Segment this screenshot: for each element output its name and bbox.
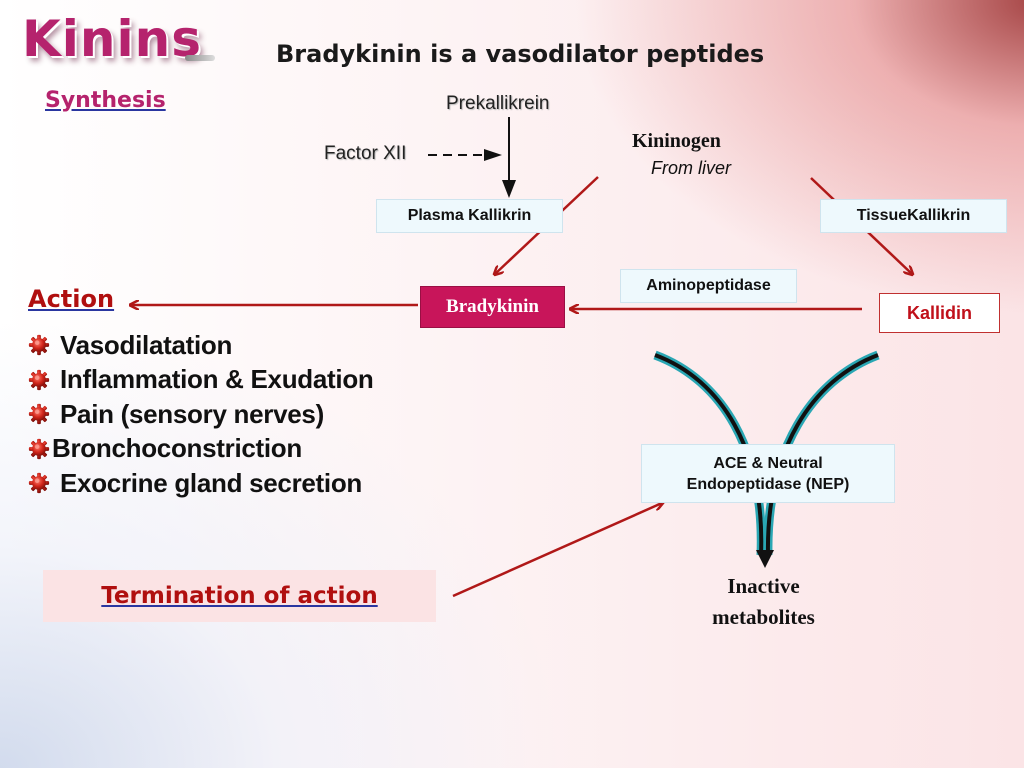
prekallikrein-label: Prekallikrein — [446, 93, 550, 114]
list-item: Inflammation & Exudation — [28, 363, 374, 398]
kininogen-source-label: From liver — [651, 158, 731, 178]
slide-subtitle: Bradykinin is a vasodilator peptides — [276, 40, 765, 68]
red-gear-bullet-icon — [28, 335, 50, 356]
factor-xii-arrowhead — [484, 149, 502, 161]
kininogen-label: Kininogen — [632, 130, 721, 152]
curve-arrowhead — [756, 550, 774, 568]
list-item: Pain (sensory nerves) — [28, 397, 373, 432]
inactive-metabolites-label: Inactive metabolites — [676, 571, 851, 633]
action-item-text: Inflammation & Exudation — [60, 364, 374, 395]
tissue-kallikrein-box: TissueKallikrin — [820, 199, 1007, 233]
red-gear-bullet-icon — [28, 473, 50, 494]
inactive-line1: Inactive — [727, 574, 800, 598]
left-curve-arrow — [654, 353, 764, 556]
red-gear-bullet-icon — [28, 404, 50, 425]
action-item-text: Pain (sensory nerves) — [60, 398, 324, 429]
red-gear-bullet-icon — [28, 369, 50, 390]
termination-of-action-box: Termination of action — [43, 570, 436, 622]
action-heading: Action — [28, 285, 115, 313]
prekallikrein-arrowhead — [502, 180, 516, 198]
inactive-line2: metabolites — [712, 605, 815, 629]
aminopeptidase-box: Aminopeptidase — [620, 269, 797, 303]
action-item-text: Bronchoconstriction — [52, 433, 302, 464]
ace-nep-line1: ACE & Neutral — [713, 454, 823, 472]
red-gear-bullet-icon — [28, 438, 50, 459]
right-curve-arrow — [765, 353, 879, 556]
list-item: Bronchoconstriction — [28, 432, 373, 467]
title-swoosh-decoration — [185, 55, 215, 61]
termination-to-ace-arrow — [452, 503, 662, 598]
list-item: Exocrine gland secretion — [28, 466, 373, 501]
ace-nep-line2: Endopeptidase (NEP) — [686, 475, 850, 493]
ace-nep-box: ACE & Neutral Endopeptidase (NEP) — [641, 444, 895, 503]
action-list: Vasodilatation Inflammation & Exudation … — [28, 328, 374, 501]
slide-title: Kinins — [22, 10, 202, 68]
bradykinin-box: Bradykinin — [420, 286, 565, 328]
action-item-text: Exocrine gland secretion — [60, 467, 363, 498]
list-item: Vasodilatation — [28, 328, 373, 363]
synthesis-heading: Synthesis — [45, 88, 166, 113]
factor-xii-label: Factor XII — [324, 143, 407, 164]
action-item-text: Vasodilatation — [60, 329, 233, 360]
kallidin-box: Kallidin — [879, 293, 1000, 333]
plasma-kallikrein-box: Plasma Kallikrin — [376, 199, 563, 233]
